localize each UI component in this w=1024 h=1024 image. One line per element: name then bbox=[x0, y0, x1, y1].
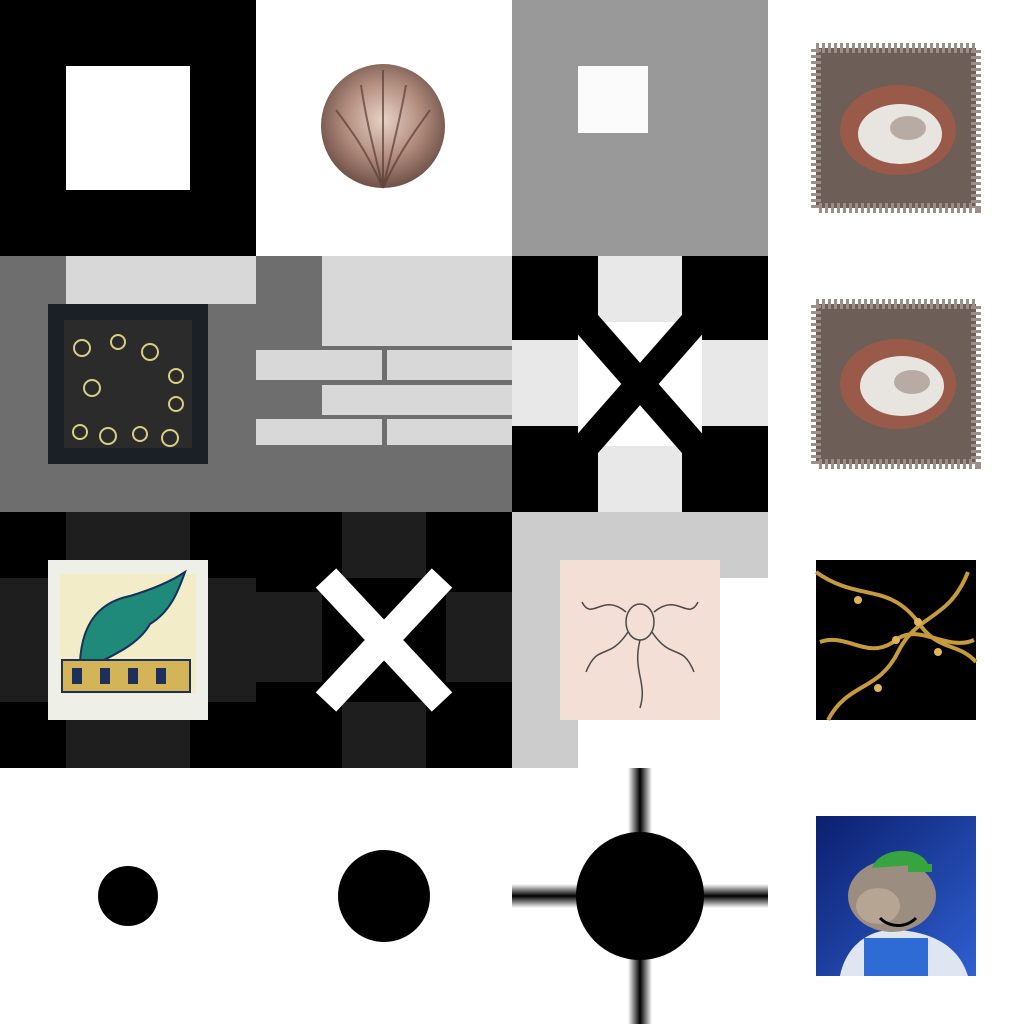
tile-brick-pattern bbox=[256, 256, 512, 512]
tile-white-x-on-dark bbox=[256, 512, 512, 768]
marble-swirl-thumbnail bbox=[811, 43, 981, 213]
gold-chains-thumbnail bbox=[814, 560, 978, 721]
tile-hippo-avatar bbox=[768, 768, 1024, 1024]
light-block bbox=[66, 256, 256, 304]
crosshair-icon bbox=[512, 768, 768, 1024]
tile-crosshair-dot bbox=[512, 768, 768, 1024]
square-icon bbox=[578, 66, 648, 133]
tile-sketch-thumbnail bbox=[512, 512, 768, 768]
tile-marble-thumbnail-1 bbox=[768, 0, 1024, 256]
tile-marble-thumbnail-2 bbox=[768, 256, 1024, 512]
tile-marbled-disc bbox=[256, 0, 512, 256]
hippo-avatar-thumbnail bbox=[816, 816, 976, 976]
x-cross-icon bbox=[256, 512, 512, 768]
tile-black-x-on-light bbox=[512, 256, 768, 512]
tile-gold-chains-thumbnail bbox=[768, 512, 1024, 768]
brick-pattern bbox=[256, 256, 512, 445]
marbled-disc-thumbnail bbox=[321, 64, 445, 189]
tile-gold-doodle-thumbnail bbox=[0, 256, 256, 512]
tile-small-dot bbox=[0, 768, 256, 1024]
gold-doodle-thumbnail bbox=[48, 304, 208, 464]
medusa-sketch-thumbnail bbox=[560, 560, 768, 768]
tile-white-square-on-black bbox=[0, 0, 256, 256]
tile-medium-dot bbox=[256, 768, 512, 1024]
square-icon bbox=[66, 66, 190, 190]
tile-green-creature-thumbnail bbox=[0, 512, 256, 768]
dot-icon bbox=[98, 866, 158, 926]
marble-swirl-thumbnail bbox=[811, 299, 981, 469]
dot-icon bbox=[338, 850, 430, 942]
tile-white-square-on-gray bbox=[512, 0, 768, 256]
creature-painting-thumbnail bbox=[0, 512, 256, 768]
x-cross-icon bbox=[512, 256, 768, 512]
